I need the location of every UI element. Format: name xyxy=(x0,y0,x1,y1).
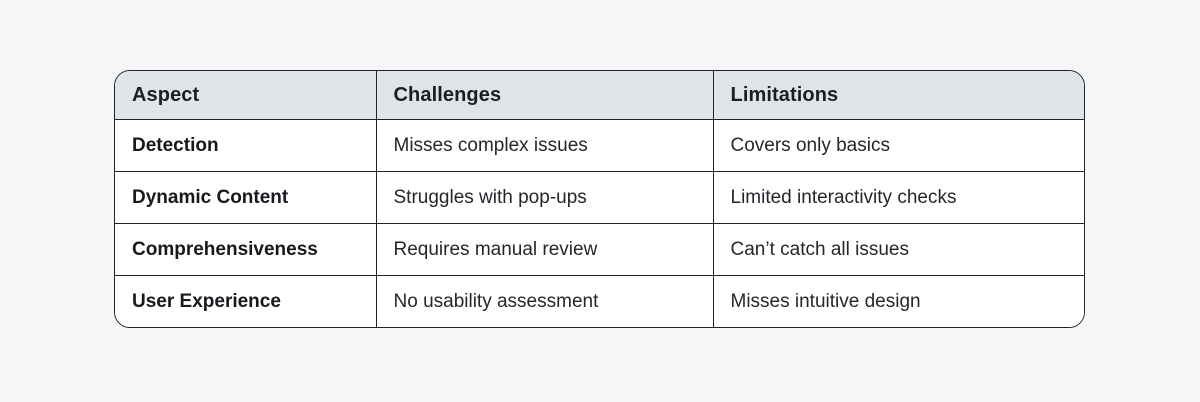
table-cell: Misses intuitive design xyxy=(713,275,1084,327)
table-row: Comprehensiveness Requires manual review… xyxy=(115,223,1084,276)
table-cell: Covers only basics xyxy=(713,119,1084,172)
table-cell: Can’t catch all issues xyxy=(713,223,1084,276)
table-cell: Misses complex issues xyxy=(376,119,714,172)
table-cell: Requires manual review xyxy=(376,223,714,276)
row-label-cell: Dynamic Content xyxy=(115,171,377,224)
row-label-cell: Comprehensiveness xyxy=(115,223,377,276)
header-cell-aspect: Aspect xyxy=(115,71,377,120)
header-cell-challenges: Challenges xyxy=(376,71,714,120)
table-row: Dynamic Content Struggles with pop-ups L… xyxy=(115,171,1084,224)
aspect-challenges-limitations-table: Aspect Challenges Limitations Detection … xyxy=(115,71,1084,327)
header-cell-limitations: Limitations xyxy=(713,71,1084,120)
comparison-table: Aspect Challenges Limitations Detection … xyxy=(114,70,1085,328)
table-cell: No usability assessment xyxy=(376,275,714,327)
table-row: Detection Misses complex issues Covers o… xyxy=(115,119,1084,172)
table-body: Detection Misses complex issues Covers o… xyxy=(115,119,1084,327)
table-header-row: Aspect Challenges Limitations xyxy=(115,71,1084,120)
row-label-cell: Detection xyxy=(115,119,377,172)
table-cell: Limited interactivity checks xyxy=(713,171,1084,224)
table-cell: Struggles with pop-ups xyxy=(376,171,714,224)
table-row: User Experience No usability assessment … xyxy=(115,275,1084,327)
row-label-cell: User Experience xyxy=(115,275,377,327)
